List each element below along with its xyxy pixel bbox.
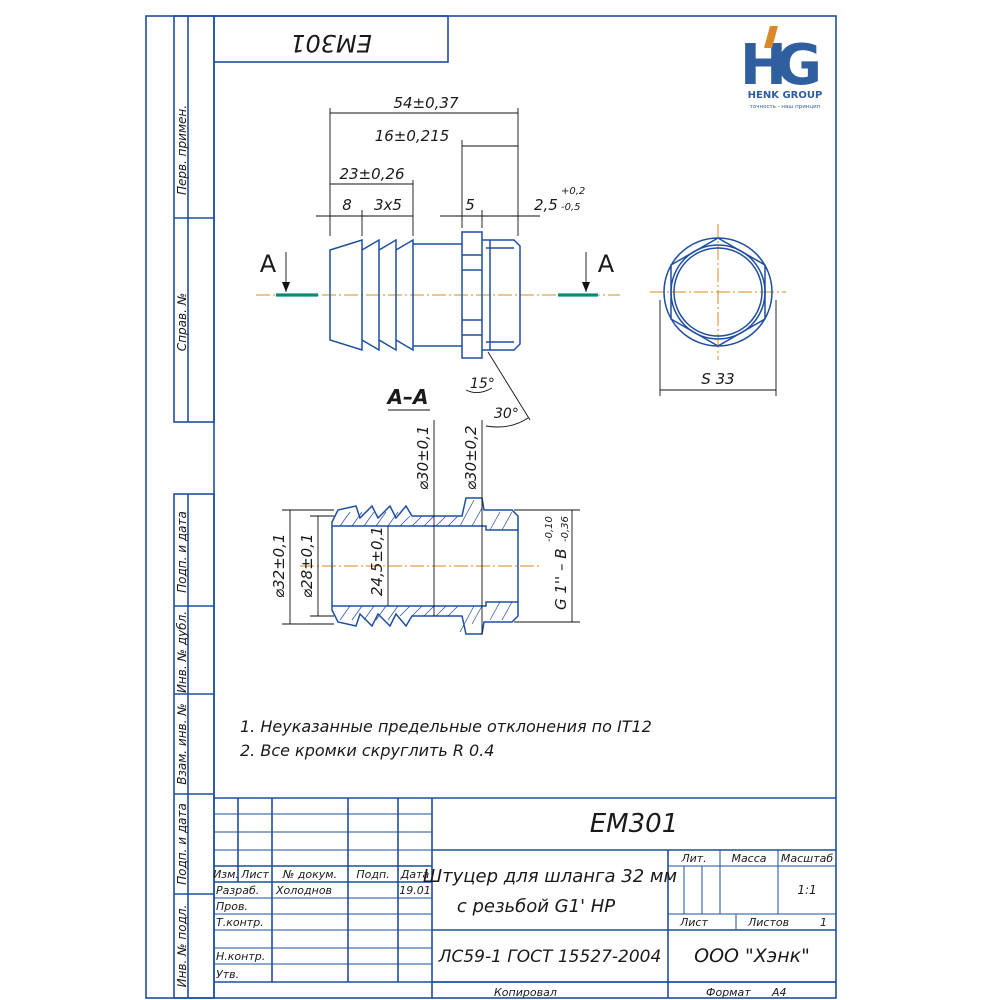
dim-chamfer-lower: -0,5 xyxy=(561,202,581,213)
row-razrab: Разраб. xyxy=(216,884,259,897)
section-marker-right: A xyxy=(598,250,615,278)
dim-len-3x5: 3x5 xyxy=(374,196,402,214)
dim-angle-15: 15° xyxy=(470,376,495,392)
format-value: А4 xyxy=(771,986,787,999)
part-name-line1: Штуцер для шланга 32 мм xyxy=(423,866,677,887)
section-title: A–A xyxy=(386,385,429,409)
side-label-podp1: Подп. и дата xyxy=(175,511,189,593)
end-view xyxy=(650,224,786,396)
label-format: Формат xyxy=(706,986,751,999)
company-name: ООО "Хэнк" xyxy=(694,945,810,967)
side-label-inv-podl: Инв. № подл. xyxy=(175,905,189,988)
col-date: Дата xyxy=(400,868,430,881)
part-name-line2: с резьбой G1' НР xyxy=(457,896,615,917)
label-massa: Масса xyxy=(731,852,766,865)
label-masshtab: Масштаб xyxy=(781,852,833,865)
mirrored-designation: EM301 xyxy=(290,29,372,57)
dim-len-8: 8 xyxy=(342,196,352,214)
label-sheets: Листов xyxy=(747,916,789,929)
side-label-podp2: Подп. и дата xyxy=(175,803,189,885)
col-podp: Подп. xyxy=(356,868,389,881)
row-prov: Пров. xyxy=(216,900,248,913)
title-designation: EM301 xyxy=(590,809,679,839)
dim-len-5: 5 xyxy=(465,196,475,214)
side-label-perv: Перв. примен. xyxy=(175,105,189,195)
note-2: 2. Все кромки скруглить R 0.4 xyxy=(240,741,494,760)
dim-chamfer-base: 2,5 xyxy=(534,196,558,214)
dim-thread: G 1'' – B xyxy=(552,548,570,610)
logo-tagline: точность - наш принцип xyxy=(750,104,821,110)
row-utv: Утв. xyxy=(216,968,239,981)
angle-annotations xyxy=(465,351,531,428)
dim-d32: ⌀32±0,1 xyxy=(270,533,288,598)
col-doc: № докум. xyxy=(282,868,337,881)
side-label-inv-dubl: Инв. № дубл. xyxy=(175,611,189,693)
logo-company-name: HENK GROUP xyxy=(748,90,823,101)
dim-angle-30: 30° xyxy=(494,406,519,422)
dim-d28: ⌀28±0,1 xyxy=(298,533,316,598)
section-marker-left: A xyxy=(260,250,277,278)
razrab-date: 19.01 xyxy=(399,884,431,897)
note-1: 1. Неуказанные предельные отклонения по … xyxy=(240,717,652,736)
col-list: Лист xyxy=(240,868,269,881)
side-view xyxy=(256,231,620,359)
side-label-vzam: Взам. инв. № xyxy=(175,703,189,784)
company-logo: H G HENK GROUP точность - наш принцип xyxy=(740,26,822,110)
dim-d30-b: ⌀30±0,2 xyxy=(462,425,480,490)
label-kopiroval: Копировал xyxy=(494,986,557,999)
dim-length-16: 16±0,215 xyxy=(375,127,450,145)
side-label-sprav: Справ. № xyxy=(175,293,189,351)
logo-accent-mark xyxy=(764,26,778,48)
dim-hex-size: S 33 xyxy=(701,370,734,388)
dim-chamfer-upper: +0,2 xyxy=(561,186,585,197)
material: ЛС59-1 ГОСТ 15527-2004 xyxy=(438,947,662,967)
sheet-frame xyxy=(145,15,837,999)
dim-length-23: 23±0,26 xyxy=(339,165,404,183)
side-view-dimensions xyxy=(316,108,540,236)
row-tkontr: Т.контр. xyxy=(216,916,264,929)
sheets-count: 1 xyxy=(820,916,827,929)
razrab-name: Холоднов xyxy=(275,884,332,897)
col-izm: Изм. xyxy=(213,868,239,881)
title-block-grid xyxy=(214,797,836,998)
logo-g-letter: G xyxy=(776,33,822,98)
dim-d30-a: ⌀30±0,1 xyxy=(414,425,432,490)
label-lit: Лит. xyxy=(680,852,706,865)
dim-thread-upper: -0,10 xyxy=(544,516,555,542)
dim-overall-length: 54±0,37 xyxy=(393,94,459,112)
row-nkontr: Н.контр. xyxy=(216,950,265,963)
scale-value: 1:1 xyxy=(797,883,816,897)
dim-thread-lower: -0,36 xyxy=(560,516,571,542)
logo-h-letter: H xyxy=(740,33,787,98)
section-view xyxy=(282,420,580,635)
section-hatching xyxy=(339,499,513,633)
dim-d245: 24,5±0,1 xyxy=(368,526,386,596)
label-sheet: Лист xyxy=(679,916,708,929)
